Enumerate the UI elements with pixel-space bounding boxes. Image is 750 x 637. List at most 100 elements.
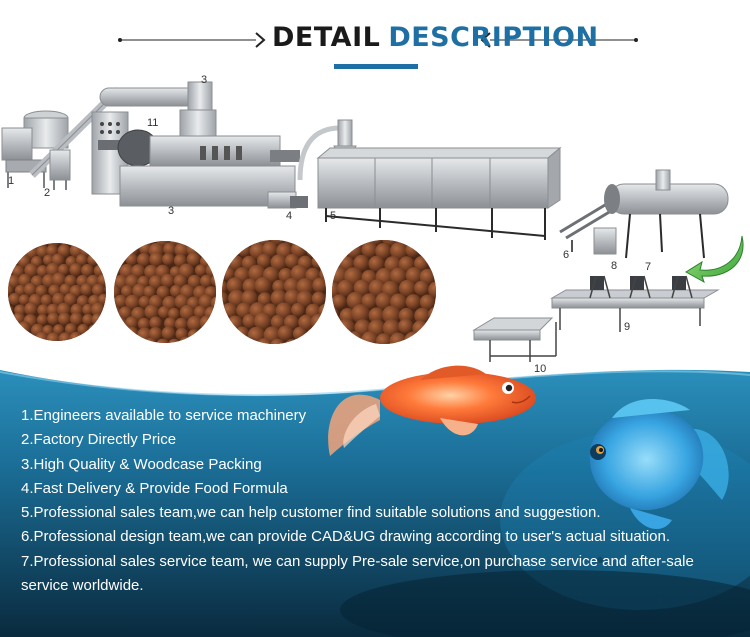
pellet <box>237 243 251 257</box>
goldfish-image <box>328 365 536 456</box>
pellet <box>296 278 314 296</box>
pellet <box>158 306 171 319</box>
pellet <box>263 218 277 232</box>
pellet <box>212 244 216 257</box>
pellet <box>222 326 236 341</box>
pellet <box>428 281 436 299</box>
pellet <box>222 325 225 342</box>
pellet <box>339 218 354 233</box>
pellet <box>311 291 326 306</box>
pellet <box>256 338 273 344</box>
pellet <box>376 333 392 344</box>
pellet <box>321 328 326 343</box>
pellet <box>311 254 326 269</box>
pellet <box>332 240 340 246</box>
pellet <box>162 348 174 360</box>
pellet <box>114 242 128 256</box>
pellet <box>160 273 175 288</box>
pellet <box>320 243 326 258</box>
title-word-description: DESCRIPTION <box>388 22 599 53</box>
pellet <box>309 346 324 361</box>
pellet <box>434 267 436 284</box>
pellet <box>382 319 401 337</box>
pellet <box>390 242 408 260</box>
pellet <box>70 243 82 246</box>
pellet <box>332 320 341 337</box>
pellet <box>256 253 272 268</box>
pellet <box>0 284 3 296</box>
pellet <box>332 331 348 344</box>
pellet <box>173 274 188 288</box>
pellet <box>124 347 138 361</box>
pellet <box>419 268 436 285</box>
pellet-sample-3 <box>222 218 343 355</box>
pellet <box>114 328 126 342</box>
pellet <box>117 338 133 343</box>
pellet <box>46 244 59 257</box>
pellet <box>8 304 14 318</box>
pellet <box>186 252 201 267</box>
pellet <box>228 289 246 307</box>
pellet <box>310 313 326 331</box>
pellet <box>389 332 407 344</box>
pellet <box>162 253 175 266</box>
pellet <box>262 241 278 258</box>
pellet <box>91 313 105 326</box>
pellet <box>137 252 151 267</box>
pellet <box>17 321 32 336</box>
pellet <box>186 222 200 236</box>
pellet <box>132 283 148 299</box>
pellet <box>326 229 343 246</box>
machine-label: 6 <box>563 249 569 261</box>
pellet <box>181 241 194 246</box>
pellet <box>312 277 326 293</box>
pellet <box>222 240 230 247</box>
pellet <box>125 316 139 330</box>
pellet <box>114 294 128 308</box>
pellet <box>337 279 355 297</box>
pellet <box>210 274 216 287</box>
pellet <box>36 265 49 278</box>
pellet <box>228 240 244 245</box>
machine-label: 8 <box>611 260 617 272</box>
pellet <box>114 284 121 299</box>
pellet <box>149 252 164 267</box>
machine-label: 2 <box>44 187 50 199</box>
pellet <box>361 241 378 258</box>
pellet <box>8 253 9 267</box>
pellet <box>98 322 106 335</box>
pellet <box>23 243 36 249</box>
pellet <box>139 349 152 362</box>
pellet <box>337 240 356 247</box>
pellet <box>234 326 250 341</box>
pellet <box>298 339 315 344</box>
pellet <box>211 254 216 267</box>
pellet <box>210 220 225 235</box>
pellet <box>398 318 414 334</box>
machine-label: 5 <box>330 210 336 222</box>
pellet <box>125 253 138 266</box>
pellet <box>161 326 176 341</box>
pellet <box>199 315 215 330</box>
pellet <box>7 225 20 238</box>
pellet <box>0 332 4 346</box>
pellet <box>98 342 110 354</box>
pellet <box>375 292 393 310</box>
pellet <box>150 222 163 235</box>
machine-label: 4 <box>286 210 292 222</box>
pellet <box>0 245 3 257</box>
pellet <box>237 218 251 232</box>
pellet <box>111 225 123 237</box>
pellet <box>435 240 436 260</box>
pellet <box>275 302 293 320</box>
pellet <box>110 255 121 266</box>
pellet <box>326 339 342 355</box>
pellet <box>102 350 114 362</box>
machine-label: 3 <box>201 74 207 86</box>
pellet <box>87 253 100 266</box>
pellet <box>40 294 53 307</box>
pellet <box>8 342 21 355</box>
pellet <box>18 294 30 306</box>
pellet <box>306 327 321 342</box>
pellet <box>290 264 309 283</box>
